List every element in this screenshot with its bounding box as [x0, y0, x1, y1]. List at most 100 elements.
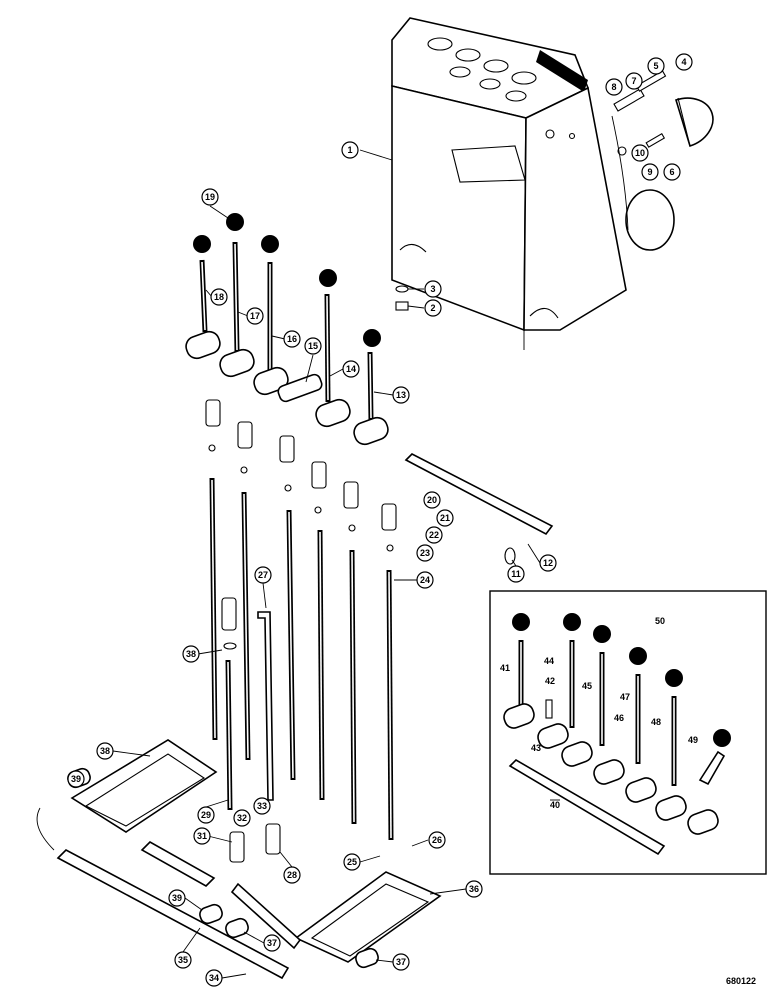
- callout-number: 32: [237, 813, 247, 823]
- callout-number: 17: [250, 311, 260, 321]
- callout-32: 32: [233, 809, 251, 827]
- lever-knob: [193, 235, 211, 253]
- light-assembly: [611, 70, 714, 251]
- lever-knob: [226, 213, 244, 231]
- callout-38: 38: [96, 742, 114, 760]
- callout-19: 19: [201, 188, 219, 206]
- lever-knob: [261, 235, 279, 253]
- callout-8: 8: [605, 78, 623, 96]
- callout-number: 23: [420, 548, 430, 558]
- callout-23: 23: [416, 544, 434, 562]
- callout-number: 22: [429, 530, 439, 540]
- callout-number: 10: [635, 148, 645, 158]
- console-housing: [391, 17, 627, 350]
- callout-15: 15: [304, 337, 322, 355]
- callout-number: 2: [430, 303, 435, 313]
- callout-number: 8: [611, 82, 616, 92]
- inset-alternate-levers: [489, 590, 767, 875]
- inset-label-45: 45: [582, 681, 592, 691]
- callout-number: 1: [347, 145, 352, 155]
- callout-number: 9: [647, 167, 652, 177]
- callout-3: 3: [424, 280, 442, 298]
- callout-number: 39: [172, 893, 182, 903]
- callout-36: 36: [465, 880, 483, 898]
- figure-number: 680122: [726, 976, 757, 986]
- callout-number: 3: [430, 284, 435, 294]
- callout-number: 26: [432, 835, 442, 845]
- callout-number: 15: [308, 341, 318, 351]
- callout-number: 33: [257, 801, 267, 811]
- callout-number: 20: [427, 495, 437, 505]
- callout-1: 1: [341, 141, 359, 159]
- callout-21: 21: [436, 509, 454, 527]
- callout-14: 14: [342, 360, 360, 378]
- lever-knob: [319, 269, 337, 287]
- inset-label-43: 43: [531, 743, 541, 753]
- callout-number: 12: [543, 558, 553, 568]
- callout-27: 27: [254, 566, 272, 584]
- callout-35: 35: [174, 951, 192, 969]
- lever-group: [185, 213, 389, 446]
- callout-37: 37: [263, 934, 281, 952]
- inset-label-49: 49: [688, 735, 698, 745]
- callout-16: 16: [283, 330, 301, 348]
- control-rods: [209, 477, 394, 841]
- callout-17: 17: [246, 307, 264, 325]
- callout-number: 13: [396, 390, 406, 400]
- callout-number: 14: [346, 364, 356, 374]
- foot-pedals: [67, 739, 442, 969]
- callout-labels: 1234567891011121314151617181920212223242…: [67, 53, 693, 987]
- inset-label-46: 46: [614, 713, 624, 723]
- callout-number: 37: [396, 957, 406, 967]
- callout-24: 24: [416, 571, 434, 589]
- callout-37: 37: [392, 953, 410, 971]
- callout-31: 31: [193, 827, 211, 845]
- callout-18: 18: [210, 288, 228, 306]
- callout-34: 34: [205, 969, 223, 987]
- callout-11: 11: [507, 565, 525, 583]
- callout-number: 18: [214, 292, 224, 302]
- callout-number: 16: [287, 334, 297, 344]
- callout-13: 13: [392, 386, 410, 404]
- inset-label-47: 47: [620, 692, 630, 702]
- callout-number: 35: [178, 955, 188, 965]
- callout-6: 6: [663, 163, 681, 181]
- callout-39: 39: [168, 889, 186, 907]
- callout-number: 6: [669, 167, 674, 177]
- callout-number: 25: [347, 857, 357, 867]
- callout-10: 10: [631, 144, 649, 162]
- callout-28: 28: [283, 866, 301, 884]
- callout-number: 37: [267, 938, 277, 948]
- callout-number: 38: [186, 649, 196, 659]
- callout-22: 22: [425, 526, 443, 544]
- callout-number: 5: [653, 61, 658, 71]
- callout-2: 2: [424, 299, 442, 317]
- callout-number: 31: [197, 831, 207, 841]
- callout-38: 38: [182, 645, 200, 663]
- lever-knob: [363, 329, 381, 347]
- callout-25: 25: [343, 853, 361, 871]
- clevis-row: [205, 399, 397, 552]
- inset-label-42: 42: [545, 676, 555, 686]
- callout-33: 33: [253, 797, 271, 815]
- callout-number: 38: [100, 746, 110, 756]
- callout-20: 20: [423, 491, 441, 509]
- callout-5: 5: [647, 57, 665, 75]
- callout-7: 7: [625, 72, 643, 90]
- callout-number: 28: [287, 870, 297, 880]
- callout-number: 19: [205, 192, 215, 202]
- callout-number: 34: [209, 973, 219, 983]
- callout-9: 9: [641, 163, 659, 181]
- callout-number: 4: [681, 57, 686, 67]
- washer-and-nut: [395, 285, 409, 311]
- callout-number: 24: [420, 575, 430, 585]
- inset-label-41: 41: [500, 663, 510, 673]
- callout-number: 39: [71, 774, 81, 784]
- callout-39: 39: [67, 770, 85, 788]
- callout-number: 7: [631, 76, 636, 86]
- inset-label-40: 40: [550, 800, 560, 810]
- callout-number: 11: [511, 569, 521, 579]
- callout-number: 36: [469, 884, 479, 894]
- callout-number: 27: [258, 570, 268, 580]
